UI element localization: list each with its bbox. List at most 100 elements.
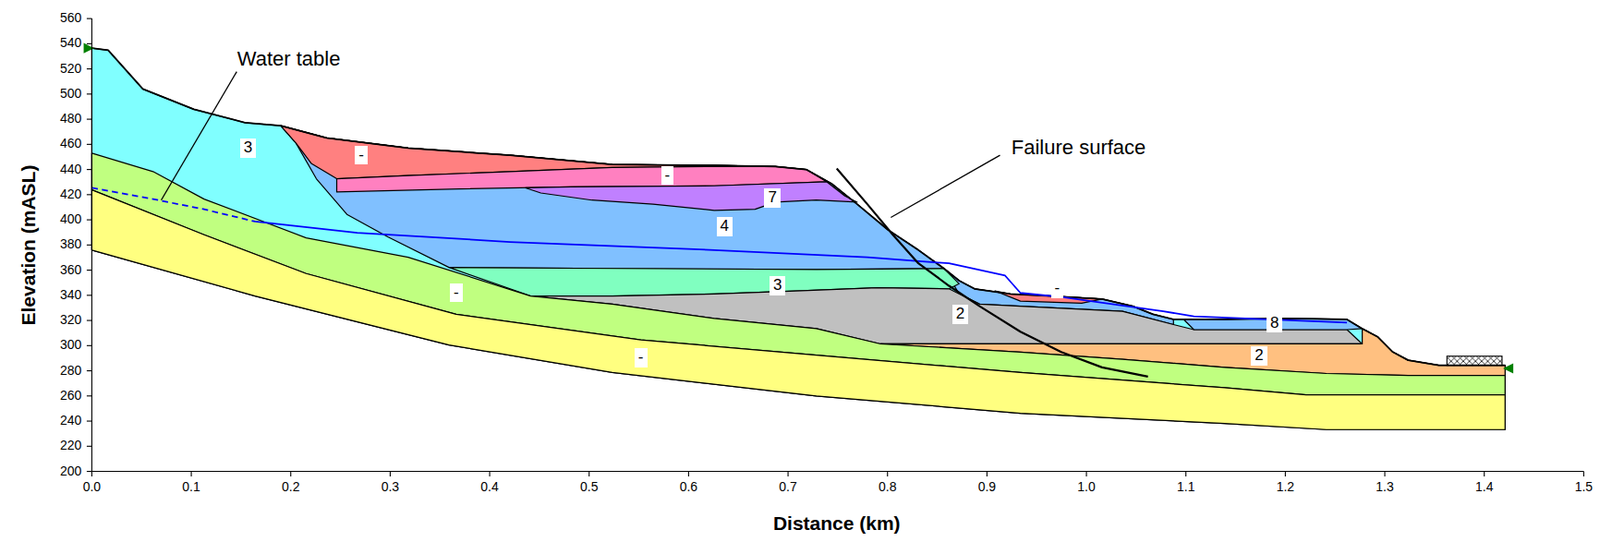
tick-label: 0.1 xyxy=(181,480,200,495)
boundary-marker xyxy=(1503,363,1514,374)
hatched-block xyxy=(1446,356,1503,366)
tick-mark xyxy=(1185,472,1187,478)
axis-title: Elevation (mASL) xyxy=(17,164,39,326)
tick-mark xyxy=(688,472,690,478)
strata xyxy=(91,48,1505,430)
tick-mark xyxy=(1384,472,1386,478)
unit-label: - xyxy=(449,283,463,304)
tick-label: 560 xyxy=(60,11,82,25)
tick-mark xyxy=(86,119,93,121)
unit-label: - xyxy=(354,145,368,166)
tick-mark xyxy=(86,244,93,246)
tick-label: 1.3 xyxy=(1375,480,1394,495)
tick-mark xyxy=(86,219,93,221)
tick-mark xyxy=(1583,472,1585,478)
tick-label: 300 xyxy=(60,338,82,352)
tick-label: 280 xyxy=(60,363,82,378)
unit-label: - xyxy=(1051,278,1065,299)
unit-3-upper xyxy=(91,48,1505,430)
axes xyxy=(86,18,1584,477)
tick-label: 540 xyxy=(60,36,82,50)
tick-label: 0.3 xyxy=(381,480,400,495)
unit-yellow xyxy=(91,190,1505,431)
tick-label: 1.5 xyxy=(1575,480,1593,495)
tick-label: 0.5 xyxy=(580,480,598,495)
tick-mark xyxy=(986,472,988,478)
tick-label: 520 xyxy=(60,61,82,76)
tick-mark xyxy=(86,446,93,448)
unit-label: - xyxy=(634,348,648,368)
tick-mark xyxy=(86,395,93,397)
water-table xyxy=(254,221,1347,323)
tick-label: 1.2 xyxy=(1276,480,1295,495)
tick-label: 400 xyxy=(60,212,82,227)
tick-mark xyxy=(886,472,888,478)
tick-mark xyxy=(86,68,93,70)
tick-mark xyxy=(588,472,590,478)
tick-label: 360 xyxy=(60,263,82,278)
unit-label: 8 xyxy=(1266,314,1283,334)
tick-mark xyxy=(1086,472,1088,478)
tick-mark xyxy=(1284,472,1286,478)
tick-label: 420 xyxy=(60,187,82,202)
unit-label: - xyxy=(661,166,675,186)
tick-label: 460 xyxy=(60,136,82,151)
tick-mark xyxy=(91,472,93,478)
tick-label: 200 xyxy=(60,464,82,479)
tick-mark xyxy=(86,370,93,372)
water-table-dashed xyxy=(91,187,255,221)
tick-label: 1.0 xyxy=(1077,480,1095,495)
unit-label: 2 xyxy=(1250,346,1267,366)
tick-mark xyxy=(86,320,93,322)
tick-mark xyxy=(86,43,93,45)
leader-line xyxy=(161,72,238,201)
tick-mark xyxy=(86,193,93,195)
tick-mark xyxy=(191,472,193,478)
tick-mark xyxy=(86,169,93,170)
axis-title: Distance (km) xyxy=(773,512,901,534)
tick-mark xyxy=(86,93,93,95)
tick-mark xyxy=(489,472,491,478)
tick-mark xyxy=(290,472,291,478)
tick-label: 1.1 xyxy=(1176,480,1195,495)
tick-mark xyxy=(86,269,93,271)
unit-label: 3 xyxy=(769,276,786,296)
tick-mark xyxy=(86,345,93,347)
tick-label: 500 xyxy=(60,86,82,101)
unit-label: 7 xyxy=(763,188,780,208)
callout-label: Water table xyxy=(235,48,343,71)
failure-surface xyxy=(836,168,1149,376)
unit-label: 2 xyxy=(952,304,969,325)
tick-mark xyxy=(86,471,93,473)
unit-label: 4 xyxy=(716,217,733,237)
tick-mark xyxy=(86,294,93,296)
leader-line xyxy=(890,155,1000,218)
x-axis xyxy=(91,471,1584,473)
tick-label: 440 xyxy=(60,162,82,177)
ground-surface xyxy=(91,48,1505,366)
tick-label: 0.4 xyxy=(480,480,498,495)
tick-label: 0.7 xyxy=(778,480,797,495)
tick-label: 0.6 xyxy=(679,480,698,495)
tick-mark xyxy=(1483,472,1485,478)
tick-label: 340 xyxy=(60,288,82,303)
tick-label: 260 xyxy=(60,388,82,403)
tick-mark xyxy=(86,144,93,146)
tick-label: 220 xyxy=(60,438,82,453)
tick-label: 480 xyxy=(60,111,82,126)
tick-label: 0.0 xyxy=(83,480,101,495)
tick-mark xyxy=(86,18,93,20)
profile-lines xyxy=(84,43,1515,377)
tick-label: 0.9 xyxy=(978,480,996,495)
tick-mark xyxy=(86,421,93,423)
tick-mark xyxy=(787,472,789,478)
tick-label: 0.2 xyxy=(281,480,300,495)
tick-label: 0.8 xyxy=(878,480,897,495)
tick-label: 240 xyxy=(60,413,82,428)
tick-mark xyxy=(389,472,391,478)
tick-label: 320 xyxy=(60,313,82,328)
unit-7 xyxy=(525,181,858,211)
callout-label: Failure surface xyxy=(1009,136,1149,159)
